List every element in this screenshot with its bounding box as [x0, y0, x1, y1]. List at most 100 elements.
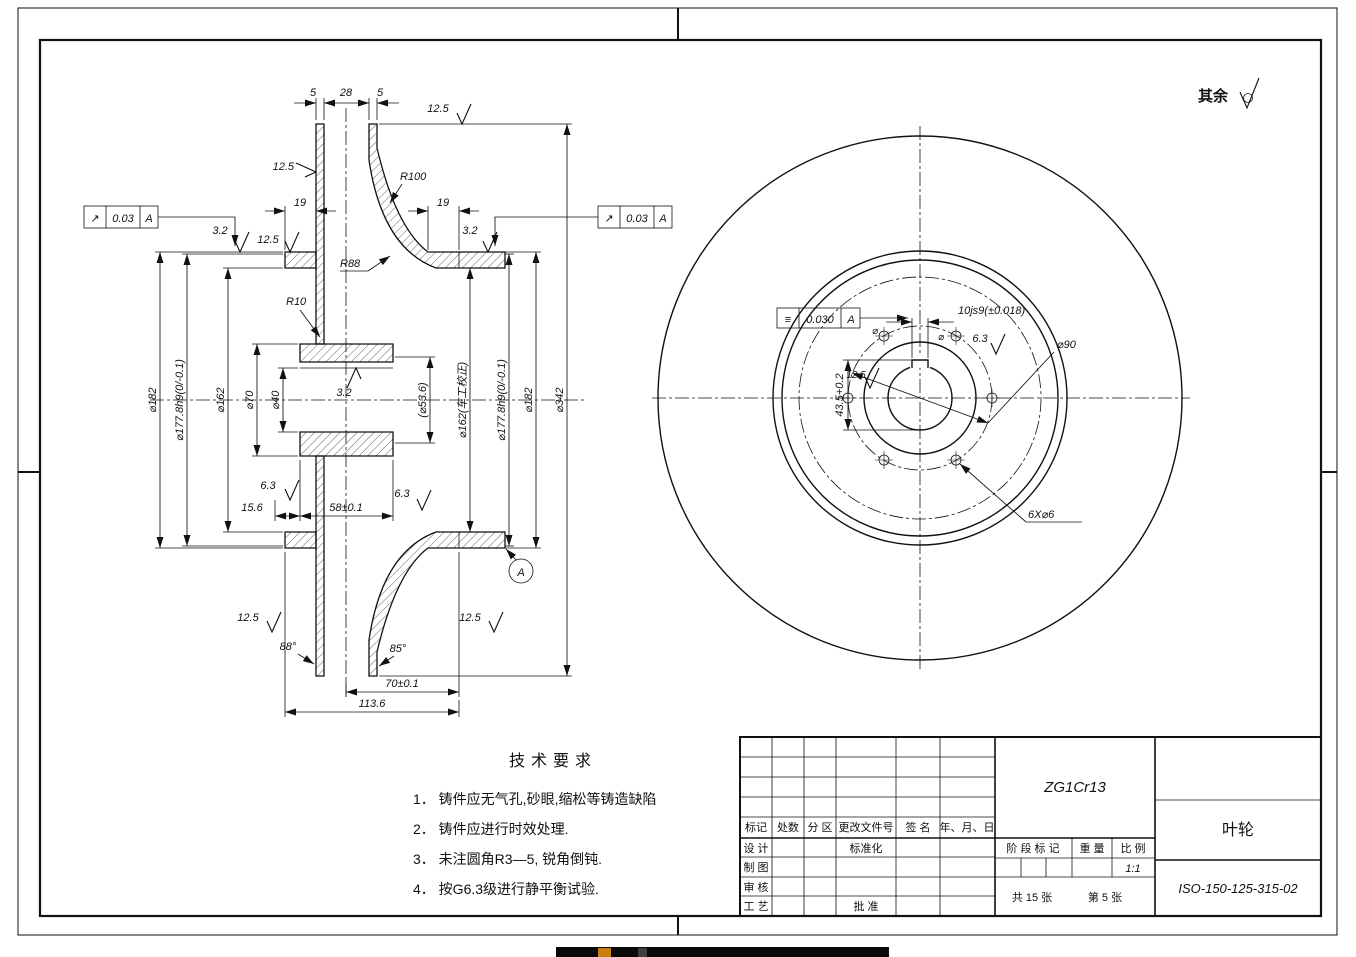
roughness-icon	[234, 231, 250, 253]
angle-85: 85°	[390, 643, 407, 655]
part-name: 叶轮	[1222, 821, 1254, 839]
header-zone: 分 区	[807, 821, 832, 834]
rest-label: 其余	[1198, 87, 1229, 105]
tech-req-title: 技术要求	[509, 752, 597, 770]
front-view: 10js9(±0.018) 6.3 ≡ 0.030 A 43.5+0.2 12.…	[652, 126, 1190, 672]
keyway	[911, 359, 929, 368]
angle-88: 88°	[280, 641, 297, 653]
header-count: 处数	[777, 821, 799, 834]
dim-dia177-left: ⌀177.8h9(0/-0.1)	[174, 359, 186, 441]
taskbar-strip[interactable]	[556, 947, 889, 957]
dim-dia40: ⌀40	[270, 390, 282, 410]
dim-dia177-right: ⌀177.8h9(0/-0.1)	[496, 359, 508, 441]
section-view: 5 28 5 12.5 ⌀182 ⌀177.8h9(0/-0.1) ⌀162 ⌀…	[83, 87, 673, 717]
taskbar-app-icon[interactable]	[598, 948, 611, 957]
roughness-icon	[990, 333, 1006, 355]
finish-3-2-right: 3.2	[462, 225, 477, 237]
dim-holes: 6X⌀6	[1028, 509, 1055, 521]
title-block: 标记 处数 分 区 更改文件号 签 名 年、月、日 设 计 制 图 审 核 工 …	[739, 736, 1322, 917]
row-standardization: 标准化	[850, 841, 883, 855]
keyway-mask	[910, 356, 930, 368]
back-shroud-lower	[315, 455, 325, 677]
wear-ring-upper	[284, 251, 317, 269]
tech-req-item-1: 1． 铸件应无气孔,砂眼,缩松等铸造缺陷	[413, 791, 656, 807]
tech-req-item-3: 3． 未注圆角R3—5, 锐角倒钝.	[413, 851, 602, 867]
dim-dia53-6: (⌀53.6)	[417, 382, 429, 418]
material: ZG1Cr13	[1043, 779, 1106, 796]
finish-3-2-bore: 3.2	[336, 387, 351, 399]
dim-113-6: 113.6	[359, 698, 387, 710]
finish-12-5-wall: 12.5	[273, 161, 295, 173]
hub-upper	[299, 343, 394, 363]
dim-15-6: 15.6	[241, 502, 263, 514]
tech-requirements: 技术要求 1． 铸件应无气孔,砂眼,缩松等铸造缺陷 2． 铸件应进行时效处理. …	[413, 752, 656, 897]
vane-circle	[798, 276, 1042, 520]
finish-12-5-top: 12.5	[427, 103, 449, 115]
roughness-icon	[284, 479, 300, 501]
revision-grid: 标记 处数 分 区 更改文件号 签 名 年、月、日 设 计 制 图 审 核 工 …	[740, 737, 995, 916]
wear-ring-lower	[284, 531, 317, 549]
runout-datum-left: A	[144, 213, 152, 225]
outer-diameter-circle	[657, 135, 1183, 661]
runout-symbol-left: ↗	[90, 213, 99, 225]
dim-5-left: 5	[310, 87, 317, 99]
roughness-icon	[1239, 77, 1260, 110]
header-doc-no: 更改文件号	[839, 820, 894, 834]
dim-28: 28	[339, 87, 353, 99]
row-approve: 批 准	[853, 899, 878, 913]
front-shroud-lower	[368, 531, 506, 677]
label-r100: R100	[400, 171, 427, 183]
roughness-icon	[266, 611, 282, 633]
roughness-icon	[346, 367, 362, 389]
dim-58: 58±0.1	[329, 502, 363, 514]
runout-value-right: 0.03	[626, 213, 648, 225]
scale-label: 比 例	[1120, 841, 1145, 855]
taskbar-item[interactable]	[638, 948, 647, 957]
roughness-icon	[295, 162, 317, 178]
finish-6-3-right: 6.3	[394, 488, 410, 500]
drawing-number: ISO-150-125-315-02	[1178, 881, 1298, 896]
phi-mark-2: ⌀	[938, 332, 945, 343]
symmetry-frame: ≡ 0.030 A	[776, 307, 908, 329]
taskbar-fragment[interactable]	[556, 947, 889, 957]
dim-43-5: 43.5+0.2	[834, 373, 846, 416]
dim-19-right: 19	[437, 197, 449, 209]
roughness-icon	[488, 611, 504, 633]
rest-roughness-note: 其余	[1198, 77, 1260, 110]
flange-circle-outer	[772, 250, 1068, 546]
front-shroud-upper	[368, 123, 506, 269]
dim-dia90: ⌀90	[1057, 339, 1077, 351]
runout-frame-right: ↗ 0.03 A	[491, 205, 673, 246]
finish-6-3-left: 6.3	[260, 480, 276, 492]
datum-a-flag: A	[505, 548, 534, 584]
finish-6-3-keyway: 6.3	[972, 333, 988, 345]
runout-datum-right: A	[658, 213, 666, 225]
dim-19-left: 19	[294, 197, 306, 209]
symmetry-value: 0.030	[806, 314, 834, 326]
dim-dia342: ⌀342	[554, 388, 566, 413]
datum-a-label: A	[516, 567, 524, 579]
finish-12-5-bottom-left: 12.5	[237, 612, 259, 624]
finish-3-2-left: 3.2	[212, 225, 227, 237]
dim-5-right: 5	[377, 87, 384, 99]
tech-req-item-4: 4． 按G6.3级进行静平衡试验.	[413, 881, 599, 897]
row-draft: 制 图	[743, 861, 768, 874]
finish-12-5-bottom-right: 12.5	[459, 612, 481, 624]
finish-12-5-ring: 12.5	[257, 234, 279, 246]
label-r10: R10	[286, 296, 307, 308]
symmetry-datum: A	[846, 314, 854, 326]
dim-dia182-right: ⌀182	[523, 388, 535, 413]
header-signature: 签 名	[905, 820, 930, 834]
stage-mark-label: 阶 段 标 记	[1006, 841, 1059, 855]
scale-value: 1:1	[1125, 863, 1140, 875]
symmetry-symbol: ≡	[785, 314, 791, 326]
roughness-icon	[416, 489, 432, 511]
dim-dia182-left: ⌀182	[147, 388, 159, 413]
roughness-icon	[284, 231, 300, 253]
label-r88: R88	[340, 258, 361, 270]
hub-lower	[299, 431, 394, 457]
runout-frame-left: ↗ 0.03 A	[83, 205, 239, 246]
flange-circle-inner	[781, 259, 1059, 537]
header-mark: 标记	[745, 820, 767, 834]
